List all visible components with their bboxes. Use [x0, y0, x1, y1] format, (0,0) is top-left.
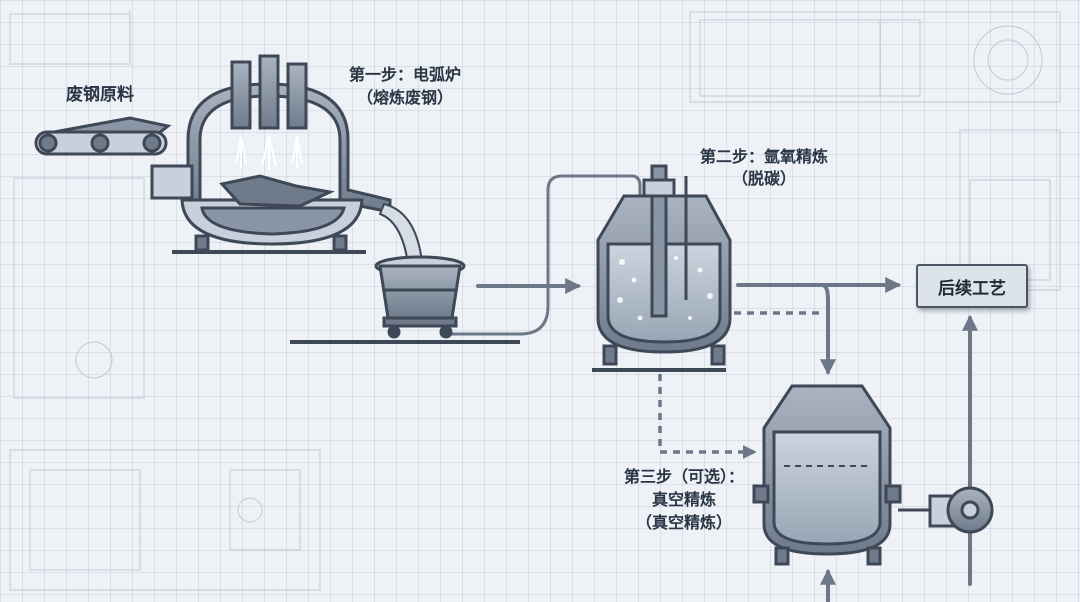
- vacuum-vessel: [752, 384, 902, 566]
- step3-note: （真空精炼）: [635, 513, 732, 532]
- arrow-down-to-vacuum: [820, 283, 836, 376]
- ladle: [374, 255, 466, 339]
- next-process-box: 后续工艺: [916, 264, 1028, 308]
- ground-lines: [290, 340, 726, 372]
- argon-gas-pipe: [450, 174, 642, 336]
- step3-title: 第三步（可选）：: [623, 467, 744, 486]
- blueprint-background-drawings: [9, 10, 1061, 591]
- step1-subtitle: （熔炼废钢）: [356, 88, 453, 107]
- next-process-label: 后续工艺: [938, 278, 1006, 299]
- step2-subtitle: （脱碳）: [731, 169, 796, 188]
- step1-title: 第一步：电弧炉: [348, 65, 461, 84]
- scrap-conveyor: [34, 116, 172, 156]
- vacuum-pump: [898, 486, 994, 534]
- arc-sparks: [235, 135, 303, 170]
- electric-arc-furnace: [150, 54, 392, 254]
- step2-title: 第二步：氩氧精炼: [699, 147, 828, 166]
- scrap-material-label: 废钢原料: [66, 85, 134, 105]
- flow-lines: [450, 174, 978, 602]
- aod-converter: [596, 164, 732, 366]
- step3-subtitle: 真空精炼: [651, 490, 716, 509]
- bubbles: [617, 256, 713, 321]
- molten-steel-pour: [378, 202, 424, 266]
- optional-dashed-lines: [658, 311, 822, 459]
